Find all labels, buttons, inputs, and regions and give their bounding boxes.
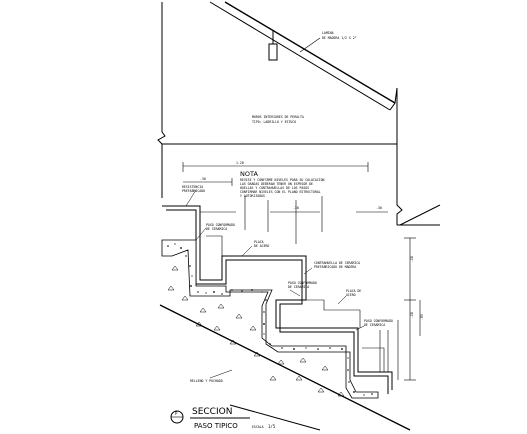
concrete-band xyxy=(161,239,379,399)
leaders xyxy=(185,189,365,379)
svg-text:1.20: 1.20 xyxy=(236,161,244,165)
scale-value: 1/5 xyxy=(268,424,276,429)
nota-line-3: HUELLAS Y CONTRAHUELLAS DE LOS PASOS xyxy=(240,186,309,190)
section-title: SECCION xyxy=(192,407,232,417)
mid-label-1b: DE ACERO xyxy=(254,244,269,248)
left-label-2b: DE CERAMICA xyxy=(206,227,227,231)
section-diagonal-b xyxy=(229,404,321,431)
mid-label-5b: DE CERAMICA xyxy=(364,323,385,327)
dimension-lines xyxy=(182,162,421,381)
mid-label-3b: DE CERAMICA xyxy=(288,285,309,289)
nota-line-4: CONFIRMAR NIVELES CON EL PLANO ESTRUCTUR… xyxy=(240,190,321,194)
dimension-text: 1.20 .30 .30 .30 .18 .18 .05 xyxy=(200,161,424,320)
nota-line-5: Y AUTORIZADOS xyxy=(240,194,265,198)
svg-text:.18: .18 xyxy=(410,256,414,262)
section-symbol-letter: P xyxy=(175,411,178,416)
svg-text:.30: .30 xyxy=(200,177,206,181)
nota-title: NOTA xyxy=(240,170,258,178)
wall-note-1: MUROS INTERIORES DE PERALTA xyxy=(252,115,304,119)
left-label-1a: RESISTENCIA xyxy=(182,185,203,189)
wall-note-2: TIPO: LADRILLO Y ESTUCO xyxy=(252,120,296,124)
svg-text:.05: .05 xyxy=(420,314,424,320)
nota-line-1: REVISE Y CONFIRME NIVELES PARA SU COLOCA… xyxy=(240,178,325,182)
mid-label-4b: ACERO xyxy=(346,293,356,297)
roof-end xyxy=(389,87,398,111)
roof-line-lower xyxy=(209,1,391,111)
structure-outline xyxy=(157,1,441,431)
note-top-right-1: LAMINA xyxy=(322,31,334,35)
section-subtitle: PASO TIPICO xyxy=(194,422,238,430)
mid-label-2a: CONTRAHUELLA DE CERAMICA xyxy=(314,261,360,265)
concrete-stipple xyxy=(167,243,373,396)
left-label-2a: PASO CONFORMADO xyxy=(206,223,235,227)
left-wall xyxy=(157,2,166,198)
svg-text:.18: .18 xyxy=(410,312,414,318)
mid-label-2b: PREFABRICADO DE MADERA xyxy=(314,265,356,269)
mid-label-5a: PASO CONFORMADO xyxy=(364,319,393,323)
mid-label-1a: PLACA xyxy=(254,240,264,244)
bottom-label: RELLENO Y PUCHADO xyxy=(190,379,223,383)
svg-text:.30: .30 xyxy=(376,206,382,210)
title-block: P SECCION PASO TIPICO ESCALA 1/5 xyxy=(170,407,276,430)
stair-steps xyxy=(162,205,393,394)
mid-label-4a: PLACA DE xyxy=(346,289,361,293)
right-wall xyxy=(396,88,403,225)
roof-line-upper xyxy=(224,1,396,104)
note-top-right-2: DE MADERA 1/2 X 2" xyxy=(322,36,357,40)
earth-fill xyxy=(167,265,345,397)
scale-label: ESCALA xyxy=(252,425,264,429)
top-right-leader xyxy=(299,37,321,53)
left-label-1b: PREFABRICADO xyxy=(182,189,205,193)
svg-text:.30: .30 xyxy=(293,206,299,210)
nota-line-2: LAS GRADAS DEBERAN TENER UN ESPESOR DE xyxy=(240,182,313,186)
right-diagonal-2 xyxy=(399,204,441,226)
lamp-icon xyxy=(268,30,278,61)
mid-label-3a: PASO CONFORMADO xyxy=(288,281,317,285)
